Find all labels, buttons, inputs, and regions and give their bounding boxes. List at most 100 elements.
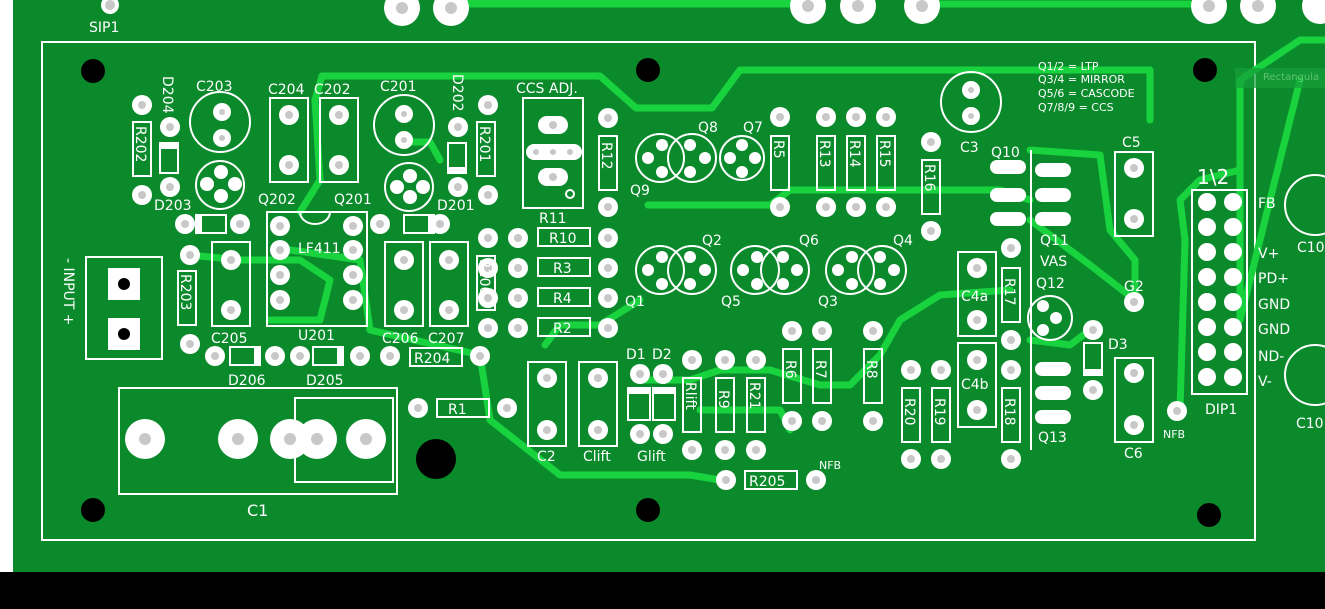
capacitor-outlines xyxy=(211,97,1154,447)
label-r16: R16 xyxy=(921,164,937,192)
label-q1: Q1 xyxy=(625,294,645,310)
board-outline xyxy=(41,41,1256,541)
label-c202: C202 xyxy=(314,82,351,98)
label-q13: Q13 xyxy=(1038,430,1067,446)
note-mirror: Q3/4 = MIRROR xyxy=(1038,73,1125,86)
label-d204: D204 xyxy=(159,76,175,114)
label-q4: Q4 xyxy=(893,233,913,249)
label-c206: C206 xyxy=(382,331,419,347)
label-vminus: V- xyxy=(1258,374,1272,390)
label-d206: D206 xyxy=(228,373,266,389)
label-q10: Q10 xyxy=(991,145,1020,161)
note-cascode: Q5/6 = CASCODE xyxy=(1038,87,1135,100)
label-r2: R2 xyxy=(553,321,572,337)
label-c1: C1 xyxy=(247,501,268,520)
label-r12: R12 xyxy=(598,142,614,170)
capacitor-pads xyxy=(221,105,1144,440)
label-r11: R11 xyxy=(539,211,567,227)
label-r201: R201 xyxy=(476,126,492,162)
ccs-trimmer xyxy=(526,116,582,199)
label-r7: R7 xyxy=(812,360,828,379)
label-ccs-adj: CCS ADJ. xyxy=(516,81,578,97)
label-c207: C207 xyxy=(428,331,465,347)
label-vas: VAS xyxy=(1040,254,1067,270)
label-nd: ND- xyxy=(1258,349,1284,365)
label-q8: Q8 xyxy=(698,120,718,136)
label-r205: R205 xyxy=(749,474,785,490)
transistors xyxy=(195,133,1073,341)
label-r9: R9 xyxy=(715,390,731,409)
silkscreen-labels: SIP1 C203 C204 C202 C201 D204 D202 R202 … xyxy=(60,20,1325,520)
label-q201: Q201 xyxy=(334,192,372,208)
label-d205: D205 xyxy=(306,373,344,389)
pcb-canvas[interactable]: SIP1 C203 C204 C202 C201 D204 D202 R202 … xyxy=(13,0,1325,572)
label-r5: R5 xyxy=(770,140,786,159)
label-c3: C3 xyxy=(960,140,979,156)
edge-pads xyxy=(101,0,1325,26)
label-input: - INPUT + xyxy=(60,258,76,326)
label-r13: R13 xyxy=(816,140,832,168)
bottom-bar xyxy=(0,572,1325,609)
label-r14: R14 xyxy=(846,140,862,168)
label-c201: C201 xyxy=(380,79,417,95)
label-nfb: NFB xyxy=(819,459,841,472)
pads xyxy=(132,95,1187,490)
label-c6: C6 xyxy=(1124,446,1143,462)
lf411-footprint xyxy=(266,211,368,327)
label-vplus: V+ xyxy=(1258,246,1279,262)
label-c4b: C4b xyxy=(961,377,989,393)
note-ccs: Q7/8/9 = CCS xyxy=(1038,101,1114,114)
electrolytic-caps xyxy=(189,71,1325,406)
label-d203: D203 xyxy=(154,198,192,214)
label-r206: R206 xyxy=(476,259,492,296)
label-clift: Clift xyxy=(583,449,611,465)
label-r8: R8 xyxy=(863,360,879,379)
label-q6: Q6 xyxy=(799,233,819,249)
label-d1: D1 xyxy=(626,347,646,363)
power-transistor-pads xyxy=(990,150,1071,450)
label-d201: D201 xyxy=(437,198,475,214)
pcb-drawing[interactable]: SIP1 C203 C204 C202 C201 D204 D202 R202 … xyxy=(13,0,1325,572)
label-c5: C5 xyxy=(1122,135,1141,151)
label-g2: G2 xyxy=(1124,279,1144,295)
label-c10b: C10 xyxy=(1296,416,1324,432)
label-u201: U201 xyxy=(298,328,335,344)
label-r202: R202 xyxy=(132,126,148,162)
label-gnd1: GND xyxy=(1258,297,1290,313)
label-c10a: C10 xyxy=(1297,240,1325,256)
label-pin12: 1\2 xyxy=(1197,165,1229,189)
label-glift: Glift xyxy=(637,449,666,465)
diodes xyxy=(159,142,1103,421)
c1-footprint xyxy=(118,387,398,495)
label-d3: D3 xyxy=(1108,337,1128,353)
input-connector xyxy=(85,256,163,360)
label-q12: Q12 xyxy=(1036,276,1065,292)
label-r4: R4 xyxy=(553,291,572,307)
mounting-holes xyxy=(81,58,1221,527)
label-q11: Q11 xyxy=(1040,233,1069,249)
label-c205: C205 xyxy=(211,331,248,347)
label-lf411: LF411 xyxy=(298,241,341,257)
label-gnd2: GND xyxy=(1258,322,1290,338)
label-r6: R6 xyxy=(782,360,798,379)
label-r18: R18 xyxy=(1001,398,1017,426)
label-q202: Q202 xyxy=(258,192,296,208)
label-dip1: DIP1 xyxy=(1205,402,1237,418)
label-q3: Q3 xyxy=(818,294,838,310)
label-d2: D2 xyxy=(652,347,672,363)
label-fb: FB xyxy=(1258,196,1276,212)
label-c203: C203 xyxy=(196,79,233,95)
label-c2: C2 xyxy=(537,449,556,465)
label-r21: R21 xyxy=(746,382,762,410)
note-ltp: Q1/2 = LTP xyxy=(1038,60,1099,73)
label-q9: Q9 xyxy=(630,183,650,199)
label-q7: Q7 xyxy=(743,120,763,136)
label-r203: R203 xyxy=(177,274,193,310)
dip1-header xyxy=(1191,189,1248,395)
label-d202: D202 xyxy=(449,74,465,112)
vertical-ruler[interactable] xyxy=(0,0,14,572)
label-r15: R15 xyxy=(876,140,892,168)
label-r17: R17 xyxy=(1001,278,1017,306)
resistor-outlines xyxy=(132,121,1021,490)
label-pdplus: PD+ xyxy=(1258,271,1289,287)
